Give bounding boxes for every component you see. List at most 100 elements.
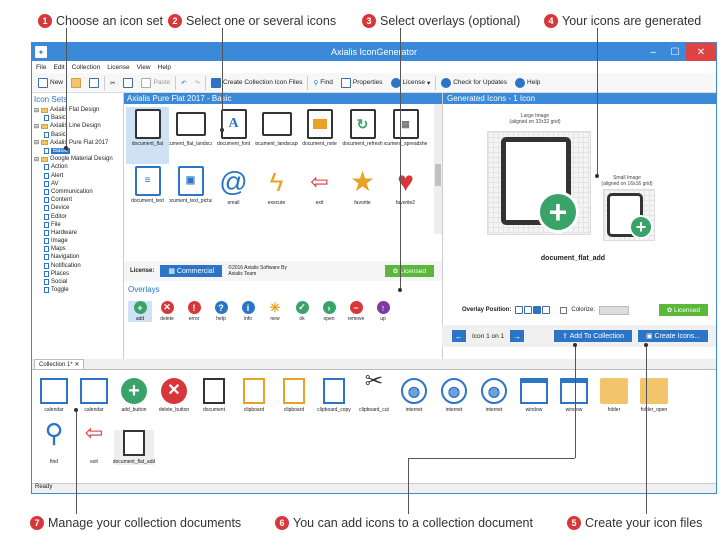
tree-node[interactable]: Device — [34, 204, 121, 212]
tree-node-selected[interactable]: Basic — [34, 147, 121, 155]
icon-item[interactable]: document_note — [298, 107, 341, 164]
tree-node[interactable]: Toggle — [34, 286, 121, 294]
properties-button[interactable]: Properties — [338, 75, 386, 91]
tree-node[interactable]: Places — [34, 270, 121, 278]
cut-button[interactable]: ✂ — [107, 75, 118, 91]
commercial-badge[interactable]: ▦ Commercial — [160, 265, 223, 277]
collection-item[interactable]: ⇦exit — [74, 422, 114, 466]
next-button[interactable]: → — [510, 330, 525, 342]
collection-item[interactable]: ◍internet — [434, 378, 474, 413]
icon-item[interactable]: @email — [219, 166, 248, 206]
tree-node[interactable]: Alert — [34, 172, 121, 180]
menu-license[interactable]: License — [107, 63, 130, 71]
tree-node[interactable]: Communication — [34, 188, 121, 196]
tree-node[interactable]: File — [34, 221, 121, 229]
tree-node[interactable]: ⊟Google Material Design — [34, 156, 113, 163]
icon-item[interactable]: ♥favorite2 — [395, 166, 416, 206]
icon-item-selected[interactable]: document_flat — [126, 107, 169, 164]
scrollbar-thumb[interactable] — [435, 164, 441, 186]
tree-node[interactable]: Hardware — [34, 229, 121, 237]
overlay-ok[interactable]: ✓ok — [290, 301, 314, 322]
save-button[interactable] — [86, 75, 102, 91]
new-button[interactable]: New — [35, 75, 66, 91]
icon-item[interactable]: ≡document_text — [126, 164, 169, 221]
tree-node[interactable]: Image — [34, 237, 121, 245]
close-icon[interactable]: ✕ — [686, 43, 716, 61]
color-swatch[interactable] — [599, 305, 630, 315]
icon-item[interactable]: ▦document_spreadsheet — [384, 107, 427, 164]
overlay-error[interactable]: !error — [187, 301, 201, 322]
close-icon[interactable]: ✕ — [74, 362, 80, 368]
collection-item[interactable]: ✂clipboard_cut — [359, 368, 389, 414]
undo-button[interactable]: ↶ — [178, 75, 189, 91]
collection-item[interactable]: ✕delete_button — [154, 378, 194, 413]
menu-collection[interactable]: Collection — [71, 63, 101, 71]
overlay-remove[interactable]: −remove — [347, 301, 365, 322]
overlay-open[interactable]: ›open — [322, 301, 336, 322]
collection-item-selected[interactable]: document_flat_add — [113, 430, 155, 465]
collection-item[interactable]: clipboard — [234, 378, 274, 413]
collection-item[interactable]: ◍internet — [474, 378, 514, 413]
open-button[interactable] — [68, 75, 84, 91]
tree-node[interactable]: Notification — [34, 262, 121, 270]
redo-button[interactable]: ↷ — [192, 75, 203, 91]
collection-item[interactable]: calendar — [74, 378, 114, 413]
tree-node[interactable]: Basic — [34, 131, 121, 139]
tree-node[interactable]: Social — [34, 278, 121, 286]
menu-file[interactable]: File — [36, 63, 47, 71]
icon-item[interactable]: ⇦exit — [298, 164, 341, 221]
tree-node[interactable]: ⊟Axialis Flat Design — [34, 107, 100, 114]
icon-grid-scrollbar[interactable] — [434, 104, 442, 234]
find-button[interactable]: ⚲Find — [313, 79, 333, 87]
collection-item[interactable]: window — [514, 378, 554, 413]
create-collection-button[interactable]: Create Collection Icon Files — [208, 75, 305, 91]
collection-item[interactable]: folder — [594, 378, 634, 413]
check-updates-button[interactable]: Check for Updates — [438, 75, 510, 91]
tree-node[interactable]: Action — [34, 163, 121, 171]
help-button[interactable]: Help — [512, 75, 543, 91]
maximize-icon[interactable]: ☐ — [670, 46, 680, 58]
overlay-delete[interactable]: ✕delete — [160, 301, 174, 322]
icon-item[interactable]: ▣document_text_picture — [169, 164, 212, 221]
collection-item[interactable]: document — [194, 378, 234, 413]
overlay-add[interactable]: +add — [128, 301, 152, 322]
overlay-help[interactable]: ?help — [214, 301, 228, 322]
tree-node[interactable]: Navigation — [34, 253, 121, 261]
prev-button[interactable]: ← — [452, 330, 466, 342]
copy-button[interactable] — [120, 75, 136, 91]
tree-node[interactable]: Maps — [34, 245, 121, 253]
tree-node[interactable]: AV — [34, 180, 121, 188]
tree-node[interactable]: ⊟Axialis Pure Flat 2017 — [34, 139, 109, 147]
icon-item[interactable]: document_flat_landscape — [169, 107, 212, 164]
position-picker[interactable] — [515, 306, 551, 314]
colorize-checkbox[interactable] — [560, 306, 568, 314]
add-to-collection-button[interactable]: ⇪ Add To Collection — [554, 330, 632, 342]
tree-node[interactable]: Editor — [34, 212, 121, 220]
collection-item[interactable]: ◍internet — [394, 378, 434, 413]
paste-button[interactable]: Paste — [138, 75, 173, 91]
collection-tab[interactable]: Collection 1* ✕ — [34, 359, 85, 369]
minimize-icon[interactable]: – — [650, 46, 656, 58]
collection-item[interactable]: ⚲find — [34, 420, 74, 465]
icon-item[interactable]: ★favorite — [349, 166, 376, 206]
collection-item[interactable]: calendar — [34, 378, 74, 413]
icon-item[interactable]: ↻document_refresh — [341, 107, 384, 164]
tree-node[interactable]: ⊟Axialis Line Design — [34, 123, 101, 130]
menu-edit[interactable]: Edit — [53, 63, 65, 71]
collection-item[interactable]: +add_button — [121, 378, 147, 413]
license-button[interactable]: License▾ — [388, 75, 434, 91]
licensed-badge[interactable]: ✿ Licensed — [384, 265, 434, 277]
tree-node[interactable]: Content — [34, 196, 121, 204]
collection-item[interactable]: clipboard_copy — [314, 378, 354, 413]
collection-item[interactable]: window — [554, 378, 594, 413]
menu-help[interactable]: Help — [157, 63, 171, 71]
overlay-up[interactable]: ↑up — [371, 301, 395, 322]
licensed-badge[interactable]: ✿ Licensed — [658, 304, 708, 316]
overlay-new[interactable]: ✳new — [268, 299, 282, 322]
tree-node[interactable]: Basic — [34, 114, 121, 122]
collection-item[interactable]: clipboard — [274, 378, 314, 413]
create-icons-button[interactable]: ▣ Create Icons... — [637, 330, 709, 342]
